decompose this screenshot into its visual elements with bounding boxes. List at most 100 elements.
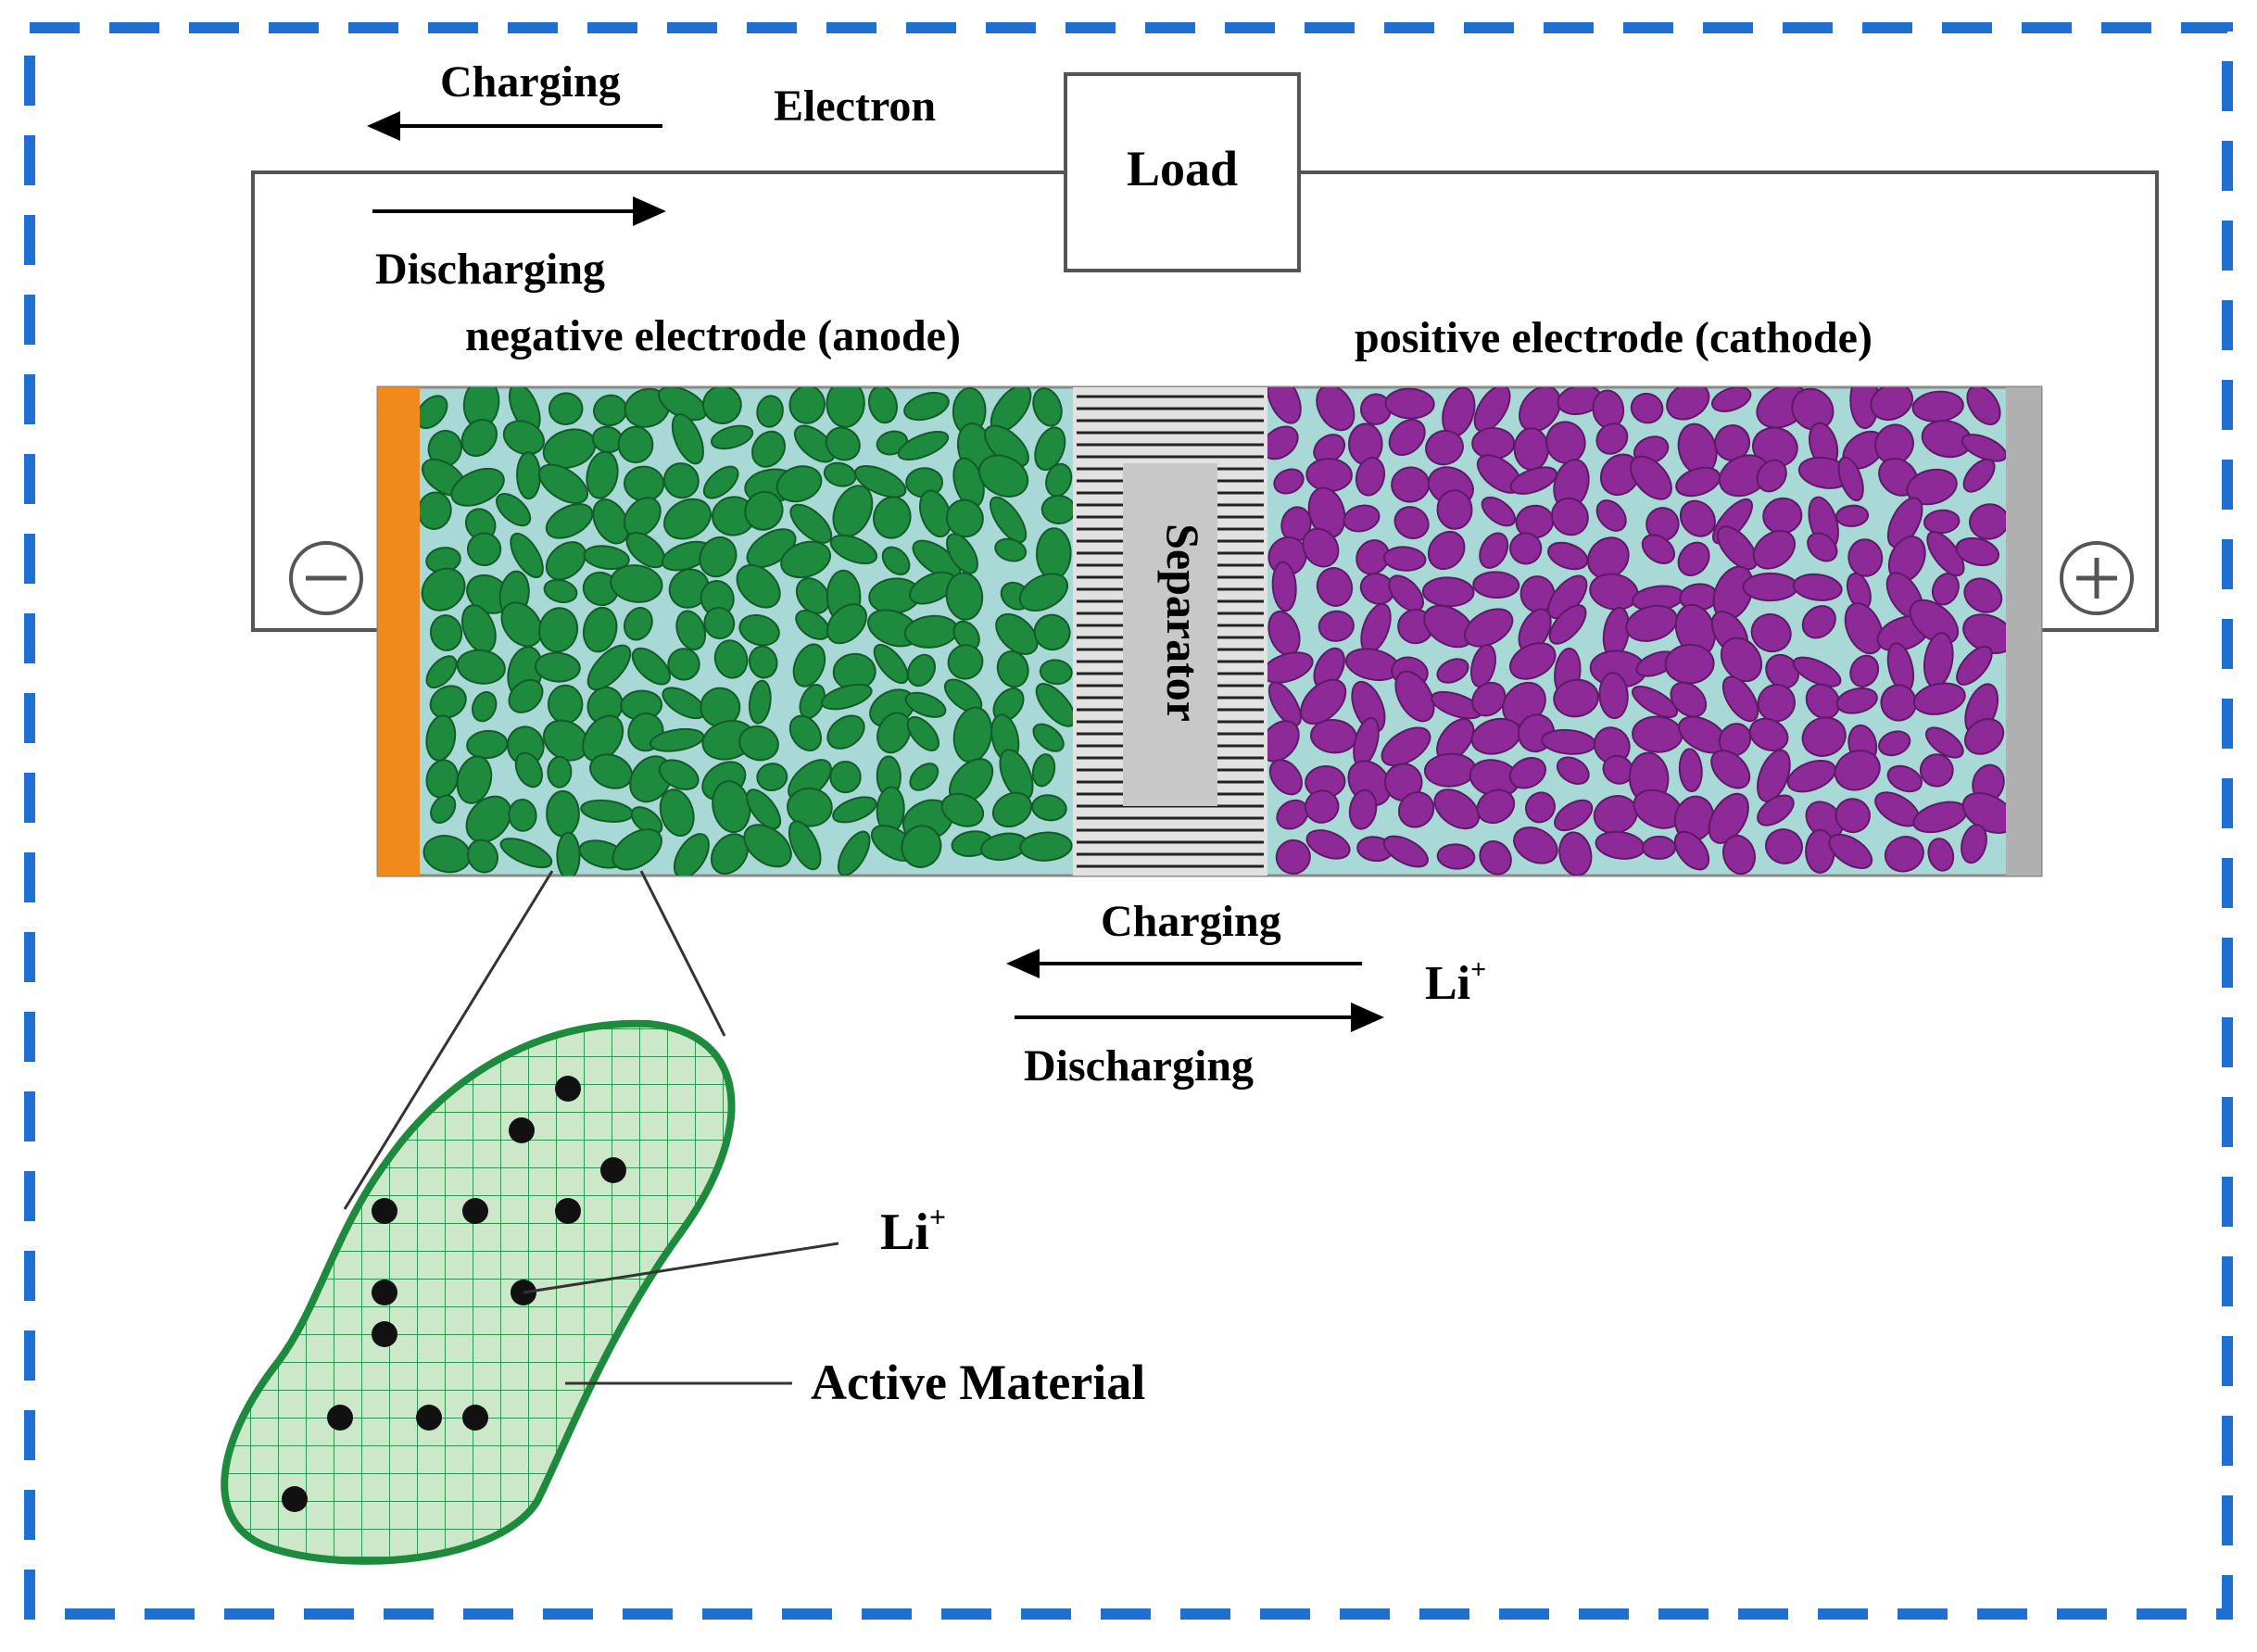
active-particle <box>1642 835 1677 860</box>
active-particle <box>904 691 947 718</box>
active-particle <box>1752 530 1797 570</box>
active-particle <box>1926 531 1965 577</box>
cathode-active-particles <box>1267 387 2006 876</box>
active-particle <box>1271 561 1297 612</box>
active-particle <box>1678 748 1703 793</box>
load-box <box>1064 72 1301 272</box>
active-particle <box>1268 759 1303 796</box>
active-particle <box>991 791 1033 828</box>
active-particle <box>1666 387 1710 421</box>
active-particle <box>1599 453 1641 497</box>
active-particle <box>1436 489 1473 530</box>
active-particle <box>1955 536 2000 567</box>
active-particle <box>508 799 537 832</box>
active-particle <box>1791 387 1835 431</box>
active-particle <box>502 420 545 456</box>
active-particle <box>1554 799 1594 832</box>
active-particle <box>1595 422 1629 455</box>
active-particle <box>456 649 506 685</box>
active-particle <box>673 833 710 876</box>
active-particle <box>1019 831 1073 862</box>
active-particle <box>1427 530 1466 571</box>
active-particle <box>1721 834 1757 876</box>
active-particle <box>425 655 458 689</box>
active-particle <box>1381 726 1431 767</box>
active-particle <box>901 825 942 868</box>
active-particle <box>1267 651 1314 684</box>
active-particle <box>1963 577 2003 613</box>
active-particle <box>907 653 936 687</box>
active-particle <box>1886 497 1923 549</box>
active-particle <box>1801 716 1847 757</box>
active-particle <box>743 824 792 868</box>
active-particle <box>547 684 584 725</box>
active-particle <box>500 601 543 648</box>
active-particle <box>543 578 578 604</box>
active-particle <box>699 536 738 578</box>
active-particle <box>1471 681 1507 717</box>
active-particle <box>1956 645 1993 686</box>
active-particle <box>1384 387 1435 420</box>
active-particle <box>854 464 907 498</box>
active-particle <box>1267 425 1299 460</box>
active-particle <box>496 493 532 527</box>
active-particle <box>1472 571 1520 599</box>
active-particle <box>658 759 700 790</box>
active-particle <box>1275 839 1311 875</box>
active-particle <box>837 830 871 876</box>
lithium-ion-dot <box>509 1117 535 1143</box>
active-particle <box>787 787 833 827</box>
active-particle <box>795 577 830 614</box>
separator <box>1073 387 1267 876</box>
active-particle <box>1837 456 1864 502</box>
active-particle <box>1031 753 1056 788</box>
circuit-charging-label: Charging <box>440 57 621 107</box>
active-particle <box>1961 434 2006 462</box>
active-particle <box>868 387 898 424</box>
active-particle <box>832 796 877 824</box>
active-particle <box>756 763 788 792</box>
active-particle <box>1267 720 1300 763</box>
active-particle <box>1436 658 1469 684</box>
active-particle <box>1394 670 1435 723</box>
active-particle <box>1906 468 1958 506</box>
active-particle <box>1750 613 1792 653</box>
active-particle <box>1849 654 1880 687</box>
cathode-current-collector <box>2006 387 2041 876</box>
magnified-active-particle <box>221 1019 736 1565</box>
active-particle <box>1966 387 2001 426</box>
lithium-ion-dot <box>372 1280 397 1305</box>
active-particle <box>1032 723 1065 752</box>
active-particle <box>713 639 749 679</box>
active-particle <box>425 714 457 762</box>
active-particle <box>1923 509 1961 535</box>
active-particle <box>1031 794 1067 822</box>
active-particle <box>649 727 705 752</box>
active-particle <box>1316 567 1354 607</box>
active-particle <box>1267 387 1302 424</box>
active-particle <box>1388 574 1424 612</box>
active-particle <box>631 647 672 686</box>
active-particle <box>663 498 712 540</box>
active-particle <box>1884 836 1924 873</box>
active-particle <box>1018 573 1069 612</box>
lithium-ion-dot <box>462 1405 488 1431</box>
active-particle <box>996 650 1029 688</box>
positive-terminal-icon <box>2060 541 2134 615</box>
active-particle <box>995 612 1039 655</box>
active-particle <box>736 564 781 609</box>
zoom-line-right <box>639 870 726 1037</box>
circuit-wire-right <box>1299 170 2159 632</box>
active-particle <box>460 418 498 458</box>
active-particle <box>516 451 541 500</box>
active-particle <box>826 603 867 645</box>
active-particle <box>788 714 823 751</box>
active-particle <box>756 395 784 428</box>
active-particle <box>1425 429 1464 466</box>
active-particle <box>1032 387 1063 427</box>
active-particle <box>1348 788 1378 830</box>
lithium-ion-dot <box>555 1076 581 1102</box>
ion-discharging-label: Discharging <box>1024 1041 1254 1091</box>
active-particle <box>1479 840 1512 876</box>
active-particle <box>1436 843 1476 870</box>
